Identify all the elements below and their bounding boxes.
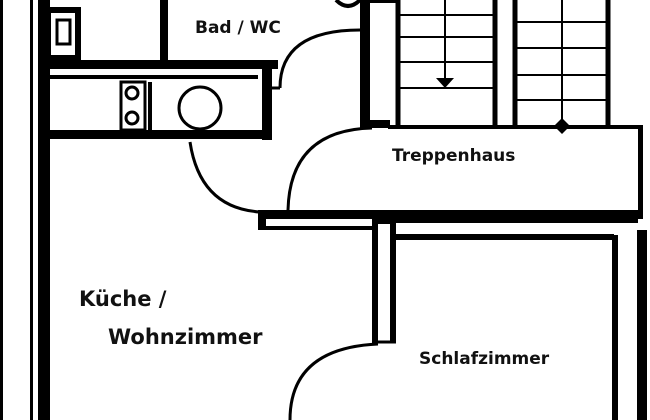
stairwell-walls <box>258 120 643 230</box>
stove <box>119 80 147 132</box>
counter-bottom-line <box>48 130 258 133</box>
kitchen-door-arc <box>188 141 261 214</box>
bath-bottom-wall <box>48 60 278 69</box>
stairs-right <box>512 0 611 134</box>
toilet-fixture <box>334 0 362 8</box>
room-label-bath: Bad / WC <box>195 18 281 38</box>
stairwell-door-arc <box>286 126 373 211</box>
counter-divider <box>160 8 164 56</box>
stairwell-right-wall <box>638 125 643 217</box>
washing-machine <box>177 85 223 131</box>
stairwell-top-wall <box>388 125 640 129</box>
bedroom-right-wall <box>612 235 618 420</box>
bedroom-walls <box>372 218 638 342</box>
room-label-kitchen-line2: Wohnzimmer <box>108 325 263 349</box>
bedroom-door-arc <box>288 342 379 420</box>
left-wall-inner-line <box>30 0 33 420</box>
left-edge-line <box>0 0 3 420</box>
stove-burner-bottom <box>124 110 140 126</box>
utility-right-wall <box>262 62 272 140</box>
stairwell-bottom-wall <box>258 210 643 219</box>
bedroom-upper-line <box>396 218 638 223</box>
bedroom-top-wall <box>392 234 614 240</box>
fridge-inner <box>55 18 72 46</box>
stairwell-left-stub <box>258 210 266 230</box>
kitchen-door <box>188 141 261 214</box>
bedroom-left-wall-hollow <box>378 224 390 342</box>
kitchen-appliances <box>45 7 258 133</box>
bath-top-edge <box>370 0 396 3</box>
counter-top-line <box>48 75 258 79</box>
room-label-stairwell: Treppenhaus <box>392 146 515 166</box>
room-label-kitchen-line1: Küche / <box>79 287 167 311</box>
stairs-down-arrow-icon <box>436 78 454 88</box>
bedroom-door <box>288 340 396 420</box>
stairs-left <box>395 0 498 125</box>
bath-door-arc <box>278 28 361 89</box>
stairs-landing-marker-icon <box>554 118 570 134</box>
cabinet-divider <box>148 82 152 130</box>
right-outer-wall <box>637 230 647 420</box>
toilet-bowl <box>334 0 362 8</box>
fridge-box <box>45 7 81 61</box>
stove-burner-top <box>124 85 140 101</box>
stairwell-door <box>286 126 373 211</box>
bath-door <box>268 28 361 90</box>
hall-divider-line <box>262 226 392 230</box>
room-label-bedroom: Schlafzimmer <box>419 349 550 369</box>
stairwell-corner <box>370 120 390 128</box>
left-outer-wall <box>38 0 50 420</box>
utility-bottom-wall <box>48 130 270 139</box>
bath-right-wall <box>360 0 370 128</box>
